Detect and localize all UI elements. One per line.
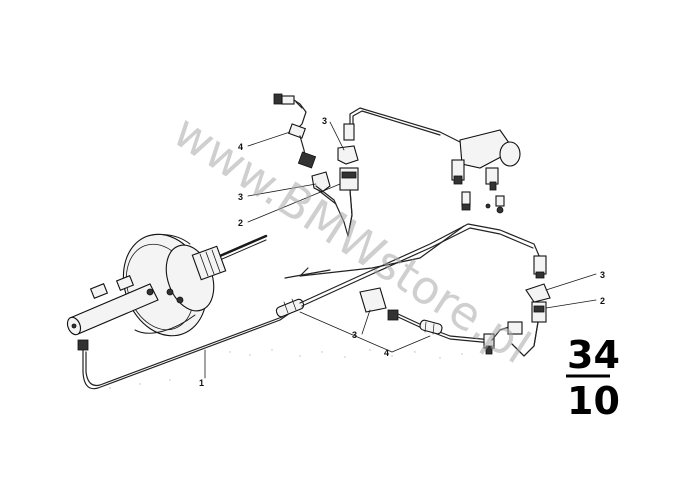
callout-4-lower: 4 [384,348,389,358]
callout-3-lower: 3 [352,330,357,340]
callout-2-right: 2 [600,296,605,306]
lower-line-assembly [359,287,523,355]
ground-shading [109,349,463,389]
part-group-number: 34 10 [566,333,620,423]
callout-3-top: 3 [322,116,327,126]
top-line-assembly [337,107,465,165]
callout-labels: 1 4 3 2 3 3 2 3 4 [199,116,605,388]
brake-pressure-regulator [451,129,521,214]
right-hose-assembly [511,255,551,357]
main-brake-line [82,223,541,390]
callout-2-upper-left: 2 [238,218,243,228]
callout-3-upper-left: 3 [238,192,243,202]
upper-left-hose-assembly [273,93,359,237]
callout-4-upper: 4 [238,142,243,152]
callout-3-right: 3 [600,270,605,280]
callout-1: 1 [199,378,204,388]
leader-lines [204,121,597,379]
brake-booster-assembly [66,233,268,351]
part-group-top: 34 [567,333,620,377]
part-group-bottom: 10 [567,379,620,423]
